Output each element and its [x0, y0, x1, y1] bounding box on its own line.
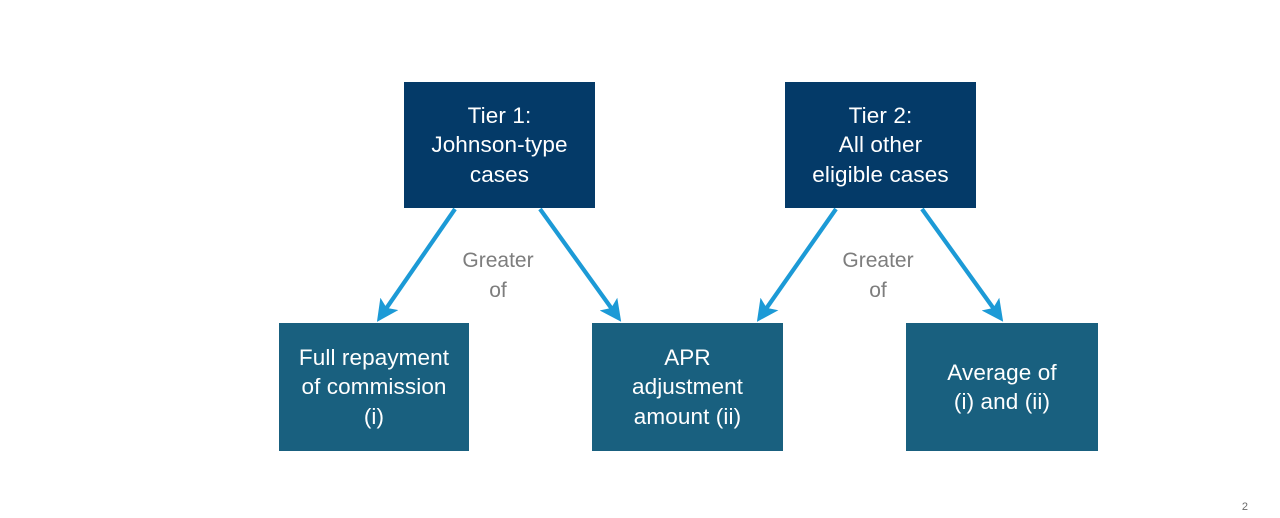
arrow-tier1-to-apr: [538, 207, 622, 322]
arrow-tier2-to-apr: [756, 207, 838, 322]
node-apr-adjustment[interactable]: APR adjustment amount (ii): [592, 323, 783, 451]
arrow-tier2-to-average: [920, 207, 1004, 322]
connector-label-greater-of-2: Greater of: [842, 249, 914, 302]
connector-label-greater-of-1: Greater of: [462, 249, 534, 302]
node-full-repayment[interactable]: Full repayment of commission (i): [279, 323, 469, 451]
node-average[interactable]: Average of (i) and (ii): [906, 323, 1098, 451]
node-tier-2[interactable]: Tier 2: All other eligible cases: [785, 82, 976, 208]
arrow-tier1-to-full-repayment: [376, 207, 457, 322]
page-number: 2: [1241, 501, 1248, 513]
node-tier-1[interactable]: Tier 1: Johnson-type cases: [404, 82, 595, 208]
